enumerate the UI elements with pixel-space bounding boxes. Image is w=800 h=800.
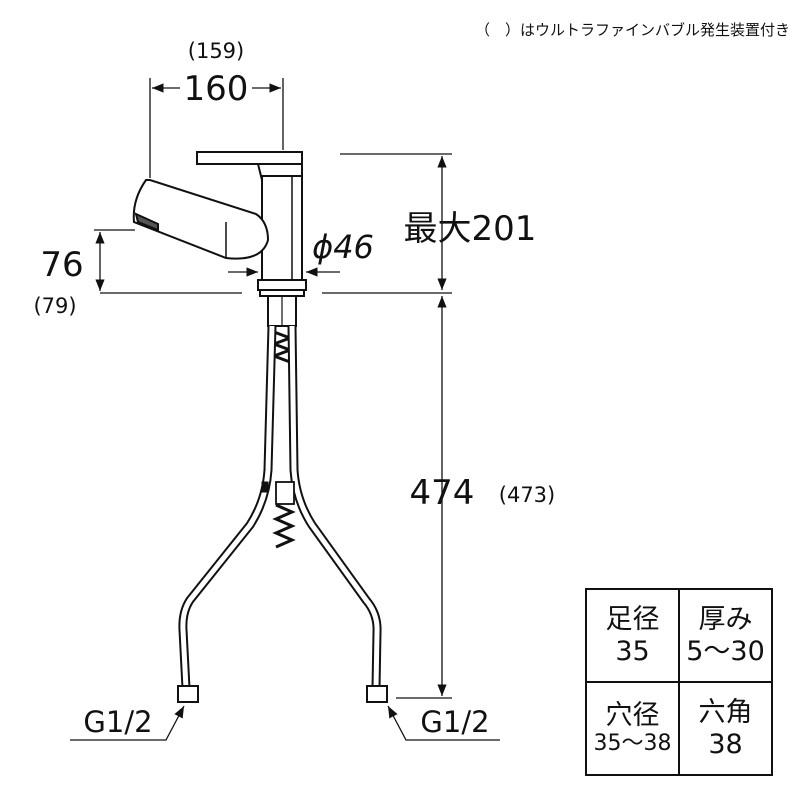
supply-hoses: [177, 325, 388, 703]
spec-value: 38: [708, 728, 743, 760]
spout-height-alt-label: (79): [33, 294, 76, 318]
spec-header: 足径: [605, 604, 660, 636]
thread-right-label: G1/2: [420, 705, 489, 739]
spec-header: 穴径: [605, 700, 660, 732]
header-note: （ ）はウルトラファインバブル発生装置付き: [475, 21, 790, 39]
spec-value: 5～30: [686, 635, 765, 667]
spec-table: 足径 35 厚み 5～30 穴径 35～38 六角 38: [585, 588, 773, 776]
spec-cell-foot-diameter: 足径 35: [586, 589, 679, 682]
spec-header: 六角: [698, 697, 753, 729]
spec-value: 35: [615, 635, 650, 667]
dimension-lines: [70, 78, 500, 741]
spec-cell-hole-diameter: 穴径 35～38: [586, 682, 679, 775]
max-height-label: 最大201: [404, 209, 537, 249]
width-label: 160: [184, 69, 249, 109]
diameter-label: ϕ46: [312, 228, 374, 266]
faucet-body: [132, 151, 307, 327]
spec-header: 厚み: [698, 604, 753, 636]
width-alt-label: (159): [188, 39, 244, 63]
hose-length-alt-label: (473): [499, 483, 555, 507]
spec-cell-hex: 六角 38: [679, 682, 772, 775]
spec-value: 35～38: [593, 731, 672, 757]
hose-length-label: 474: [410, 473, 475, 513]
spout-height-label: 76: [40, 245, 83, 285]
spec-cell-thickness: 厚み 5～30: [679, 589, 772, 682]
thread-left-label: G1/2: [83, 705, 152, 739]
